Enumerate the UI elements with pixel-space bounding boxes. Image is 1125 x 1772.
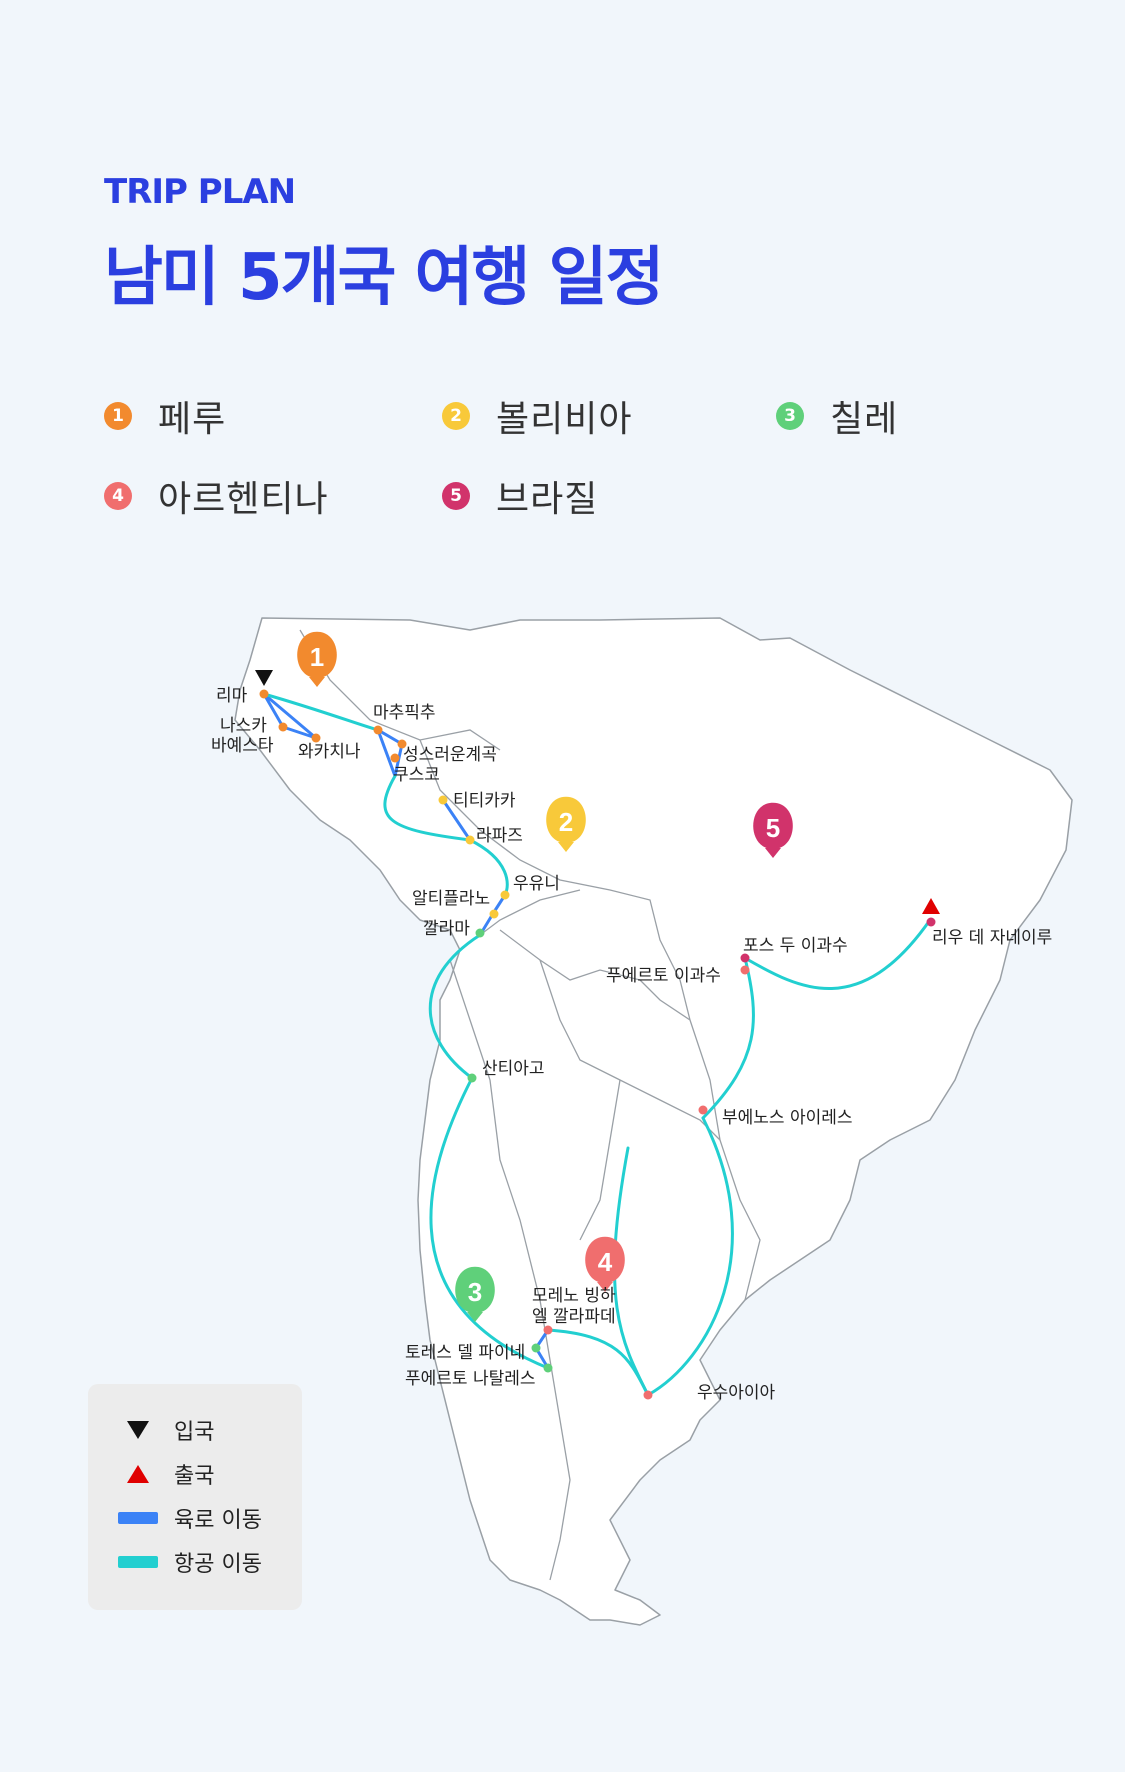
air-route-swatch (118, 1556, 158, 1568)
label-puerto-iguazu: 푸에르토 이과수 (606, 966, 721, 986)
country-item-brazil: 5 브라질 (442, 470, 598, 522)
dot-uyuni (500, 890, 510, 900)
label-rio: 리우 데 자네이루 (932, 928, 1053, 948)
label-buenos-aires: 부에노스 아이레스 (722, 1108, 853, 1128)
number-badge: 2 (442, 402, 470, 430)
dot-foz (740, 953, 750, 963)
eyebrow-text: TRIP PLAN (104, 172, 296, 212)
legend-entry: 입국 (118, 1414, 214, 1446)
dot-huacachina (311, 733, 321, 743)
country-item-bolivia: 2 볼리비아 (442, 390, 632, 442)
country-name: 아르헨티나 (158, 479, 329, 520)
label-calama: 깔라마 (423, 919, 470, 939)
label-ushuaia: 우수아이아 (697, 1383, 776, 1403)
route-map: 1 2 3 4 5 (0, 600, 1125, 1650)
dot-sacred-valley (397, 739, 407, 749)
legend-air: 항공 이동 (118, 1546, 262, 1578)
label-altiplano: 알티플라노 (412, 889, 491, 909)
pin-argentina: 4 (585, 1236, 625, 1292)
number-badge: 3 (776, 402, 804, 430)
label-calafate: 엘 깔라파데 (532, 1307, 616, 1327)
page-header: TRIP PLAN 남미 5개국 여행 일정 (104, 172, 664, 318)
pin-peru: 1 (297, 631, 337, 687)
country-item-chile: 3 칠레 (776, 390, 898, 442)
number-badge: 1 (104, 402, 132, 430)
pin-label: 2 (559, 807, 573, 837)
dot-natales (543, 1363, 553, 1373)
pin-label: 5 (766, 813, 780, 843)
label-santiago: 산티아고 (482, 1059, 545, 1079)
number-badge: 5 (442, 482, 470, 510)
region-pins: 1 2 3 4 5 (297, 631, 793, 1322)
map-svg: 1 2 3 4 5 (234, 617, 1073, 1626)
legend-air-label: 항공 이동 (174, 1552, 262, 1577)
dot-rio (926, 917, 936, 927)
label-sacred-valley: 성스러운계곡 (403, 745, 497, 765)
number-badge: 4 (104, 482, 132, 510)
dot-puerto-iguazu (740, 965, 750, 975)
label-torres: 토레스 델 파이네 (405, 1343, 526, 1363)
dot-titicaca (438, 795, 448, 805)
label-huacachina: 와카치나 (298, 742, 361, 762)
label-titicaca: 티티카카 (453, 791, 516, 811)
dot-santiago (467, 1073, 477, 1083)
label-uyuni: 우유니 (513, 874, 560, 894)
city-dots (259, 689, 936, 1400)
pin-label: 4 (598, 1247, 613, 1277)
legend-entry-label: 입국 (174, 1420, 215, 1445)
label-la-paz: 라파즈 (476, 826, 523, 846)
pin-chile: 3 (455, 1266, 495, 1322)
label-foz: 포스 두 이과수 (743, 936, 848, 956)
country-item-peru: 1 페루 (104, 390, 226, 442)
country-legend: 1 페루 2 볼리비아 3 칠레 4 아르헨티나 5 브라질 (104, 390, 1004, 550)
legend-exit-label: 출국 (174, 1464, 215, 1489)
page-title: 남미 5개국 여행 일정 (104, 241, 664, 315)
legend-exit: 출국 (118, 1458, 214, 1490)
label-moreno: 모레노 빙하 (532, 1286, 616, 1306)
pin-label: 1 (310, 642, 324, 672)
pin-brazil: 5 (753, 802, 793, 858)
dot-altiplano (489, 909, 499, 919)
country-name: 칠레 (830, 399, 899, 440)
dot-torres (531, 1343, 541, 1353)
label-ballestas: 바예스타 (211, 736, 274, 756)
country-item-argentina: 4 아르헨티나 (104, 470, 329, 522)
land-route-swatch (118, 1512, 158, 1524)
pin-label: 3 (468, 1277, 482, 1307)
entry-marker (255, 670, 273, 686)
dot-buenos-aires (698, 1105, 708, 1115)
dot-lima (259, 689, 269, 699)
legend-land-label: 육로 이동 (174, 1508, 262, 1533)
pin-bolivia: 2 (546, 796, 586, 852)
country-name: 볼리비아 (496, 399, 633, 440)
label-cusco: 쿠스코 (393, 765, 440, 785)
entry-triangle-icon (127, 1421, 149, 1439)
south-america-landmass (234, 617, 1073, 1626)
dot-cusco (390, 753, 400, 763)
label-nasca: 나스카 (220, 716, 267, 736)
dot-ushuaia (643, 1390, 653, 1400)
label-natales: 푸에르토 나탈레스 (405, 1369, 536, 1389)
dot-la-paz (465, 835, 475, 845)
country-name: 브라질 (496, 479, 599, 520)
dot-calafate (543, 1325, 553, 1335)
exit-triangle-icon (127, 1465, 149, 1483)
label-machu-picchu: 마추픽추 (373, 703, 436, 723)
air-routes (262, 692, 932, 1398)
country-name: 페루 (158, 399, 227, 440)
legend-land: 육로 이동 (118, 1502, 262, 1534)
route-legend: 입국 출국 육로 이동 항공 이동 (88, 1384, 302, 1610)
label-lima: 리마 (216, 686, 248, 706)
dot-machu-picchu (373, 725, 383, 735)
exit-marker (922, 898, 940, 914)
dot-calama (475, 928, 485, 938)
dot-nasca (278, 722, 288, 732)
